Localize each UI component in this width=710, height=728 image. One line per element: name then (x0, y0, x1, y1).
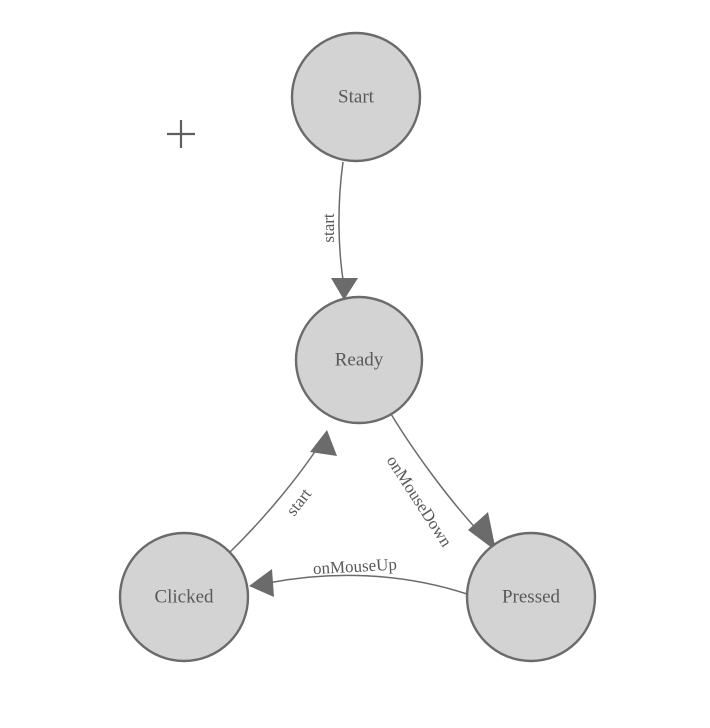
arrowhead-icon (310, 430, 337, 456)
node-start[interactable]: Start (290, 31, 422, 163)
node-clicked[interactable]: Clicked (118, 531, 250, 663)
edge-line[interactable] (267, 574, 468, 595)
node-circle[interactable] (118, 531, 250, 663)
edge-start-to-ready[interactable]: start (319, 161, 358, 300)
edge-line[interactable] (228, 443, 321, 554)
edge-pressed-to-clicked[interactable]: onMouseUp (249, 555, 468, 597)
edge-line[interactable] (390, 413, 485, 538)
node-circle[interactable] (290, 31, 422, 163)
edge-ready-to-pressed[interactable]: onMouseDown (383, 413, 496, 551)
node-label-start: Start (338, 86, 375, 107)
arrowhead-icon (249, 569, 274, 597)
node-label-clicked: Clicked (154, 586, 214, 607)
node-circle[interactable] (465, 531, 597, 663)
node-label-pressed: Pressed (502, 586, 561, 607)
edge-line[interactable] (338, 161, 345, 287)
node-circle[interactable] (294, 295, 424, 425)
crosshair-cursor-icon (167, 120, 195, 148)
node-pressed[interactable]: Pressed (465, 531, 597, 663)
node-label-ready: Ready (335, 349, 384, 370)
arrowhead-icon (331, 278, 358, 300)
edge-label-ready-to-pressed: onMouseDown (383, 452, 456, 551)
edge-label-start-to-ready: start (319, 213, 338, 243)
node-ready[interactable]: Ready (294, 295, 424, 425)
edge-label-pressed-to-clicked: onMouseUp (312, 555, 397, 578)
arrowhead-icon (468, 512, 496, 551)
edge-clicked-to-ready[interactable]: start (228, 430, 337, 554)
